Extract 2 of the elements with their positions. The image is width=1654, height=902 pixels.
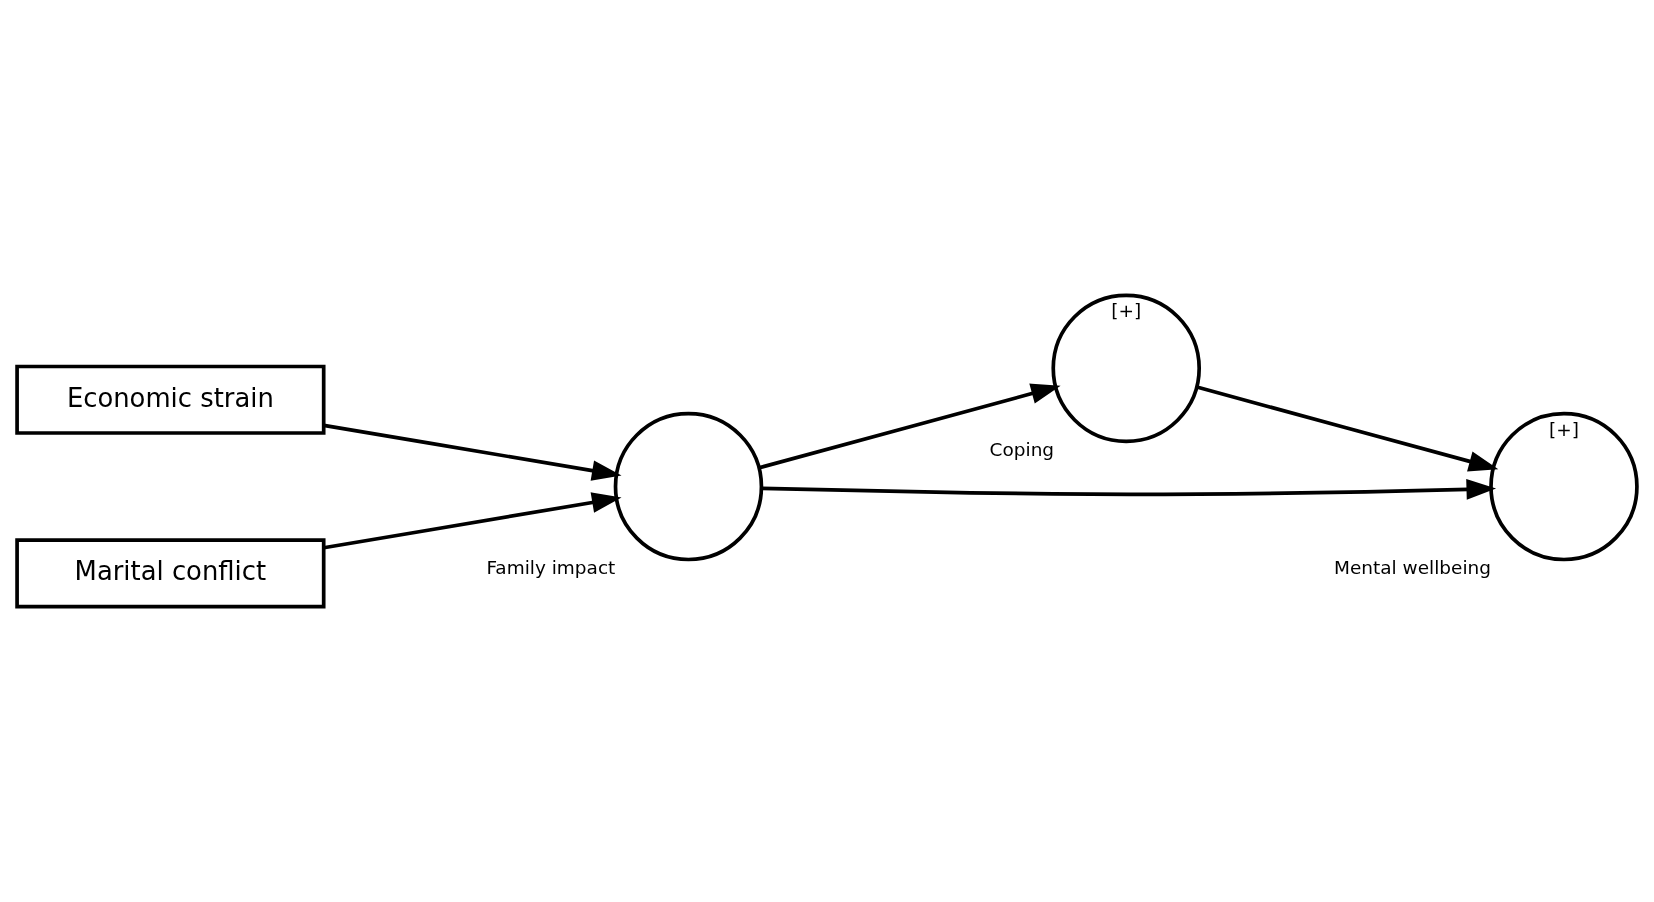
- node-label: Family impact: [486, 557, 616, 579]
- node-label: Mental wellbeing: [1334, 557, 1491, 579]
